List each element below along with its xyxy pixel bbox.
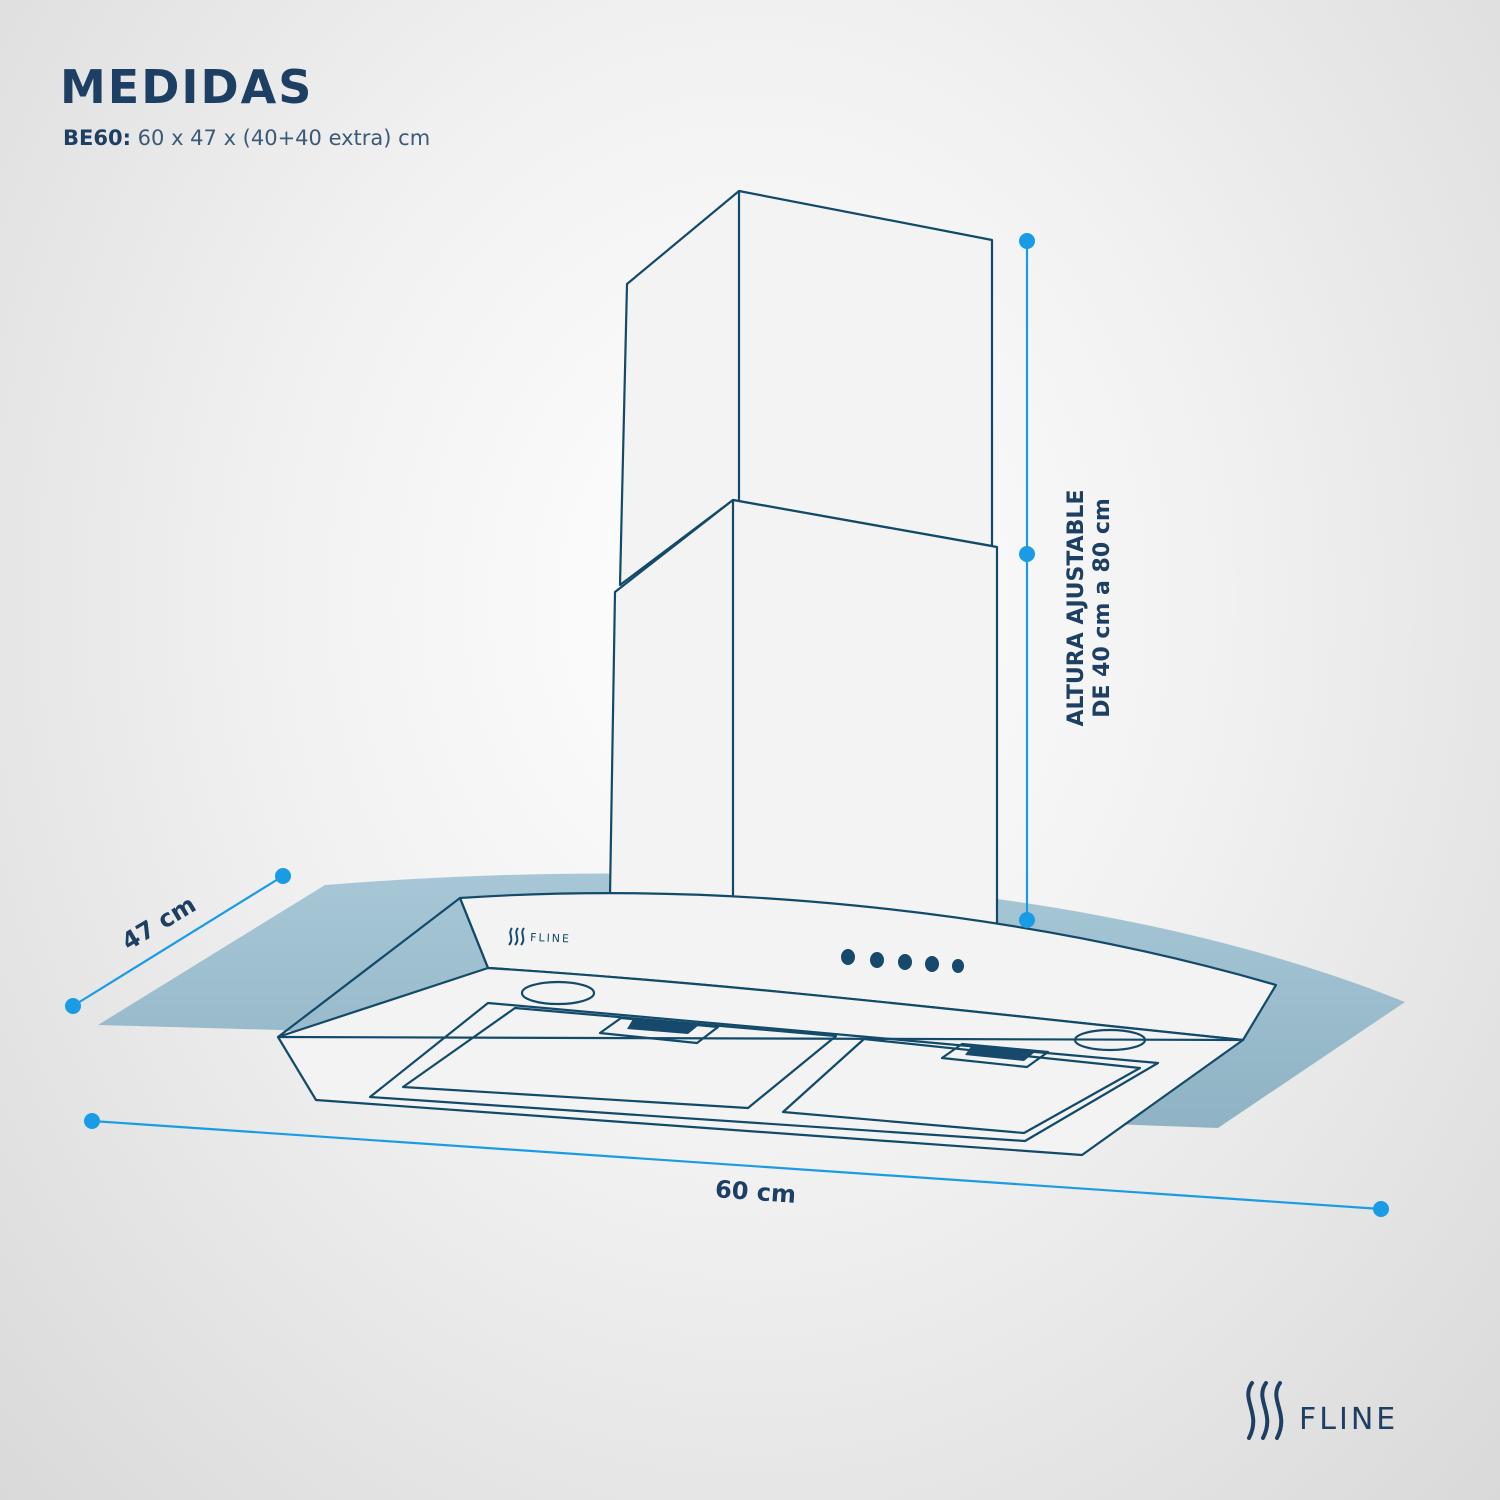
- height-marker-middle: [1019, 546, 1035, 562]
- hood-body: FLINE: [276, 892, 1278, 1157]
- depth-marker-end: [275, 868, 291, 884]
- depth-marker-start: [65, 998, 81, 1014]
- height-marker-bottom: [1019, 912, 1035, 928]
- model-dims-text: 60 x 47 x (40+40 extra) cm: [137, 126, 431, 150]
- height-label-line2: DE 40 cm a 80 cm: [1090, 498, 1115, 718]
- width-dimension: 60 cm: [84, 1113, 1389, 1217]
- brand-logo-text: FLINE: [1299, 1402, 1398, 1437]
- lower-chimney: [608, 498, 999, 927]
- filter-right: [781, 1037, 1142, 1135]
- control-buttons: [841, 949, 964, 973]
- light-right: [1073, 1028, 1147, 1052]
- width-label: 60 cm: [714, 1175, 797, 1209]
- height-marker-top: [1019, 233, 1035, 249]
- hood-underside: [276, 966, 1245, 1157]
- height-dimension: ALTURA AJUSTABLE DE 40 cm a 80 cm: [1019, 233, 1115, 928]
- light-left: [520, 980, 596, 1006]
- brand-logo-icon: [1246, 1381, 1284, 1440]
- page-title: MEDIDAS: [60, 60, 314, 114]
- model-code: BE60:: [63, 126, 131, 150]
- panel-logo-icon: [508, 927, 525, 946]
- panel-logo: FLINE: [508, 927, 571, 946]
- filter-tray: [368, 1001, 1160, 1143]
- height-label-line1: ALTURA AJUSTABLE: [1064, 490, 1089, 727]
- brand-logo: FLINE: [1246, 1381, 1398, 1440]
- width-marker-end: [1373, 1201, 1389, 1217]
- model-dimensions: BE60: 60 x 47 x (40+40 extra) cm: [63, 126, 430, 150]
- filter-left: [401, 1006, 838, 1110]
- panel-logo-text: FLINE: [530, 931, 571, 945]
- depth-label: 47 cm: [117, 890, 201, 956]
- width-marker-start: [84, 1113, 100, 1129]
